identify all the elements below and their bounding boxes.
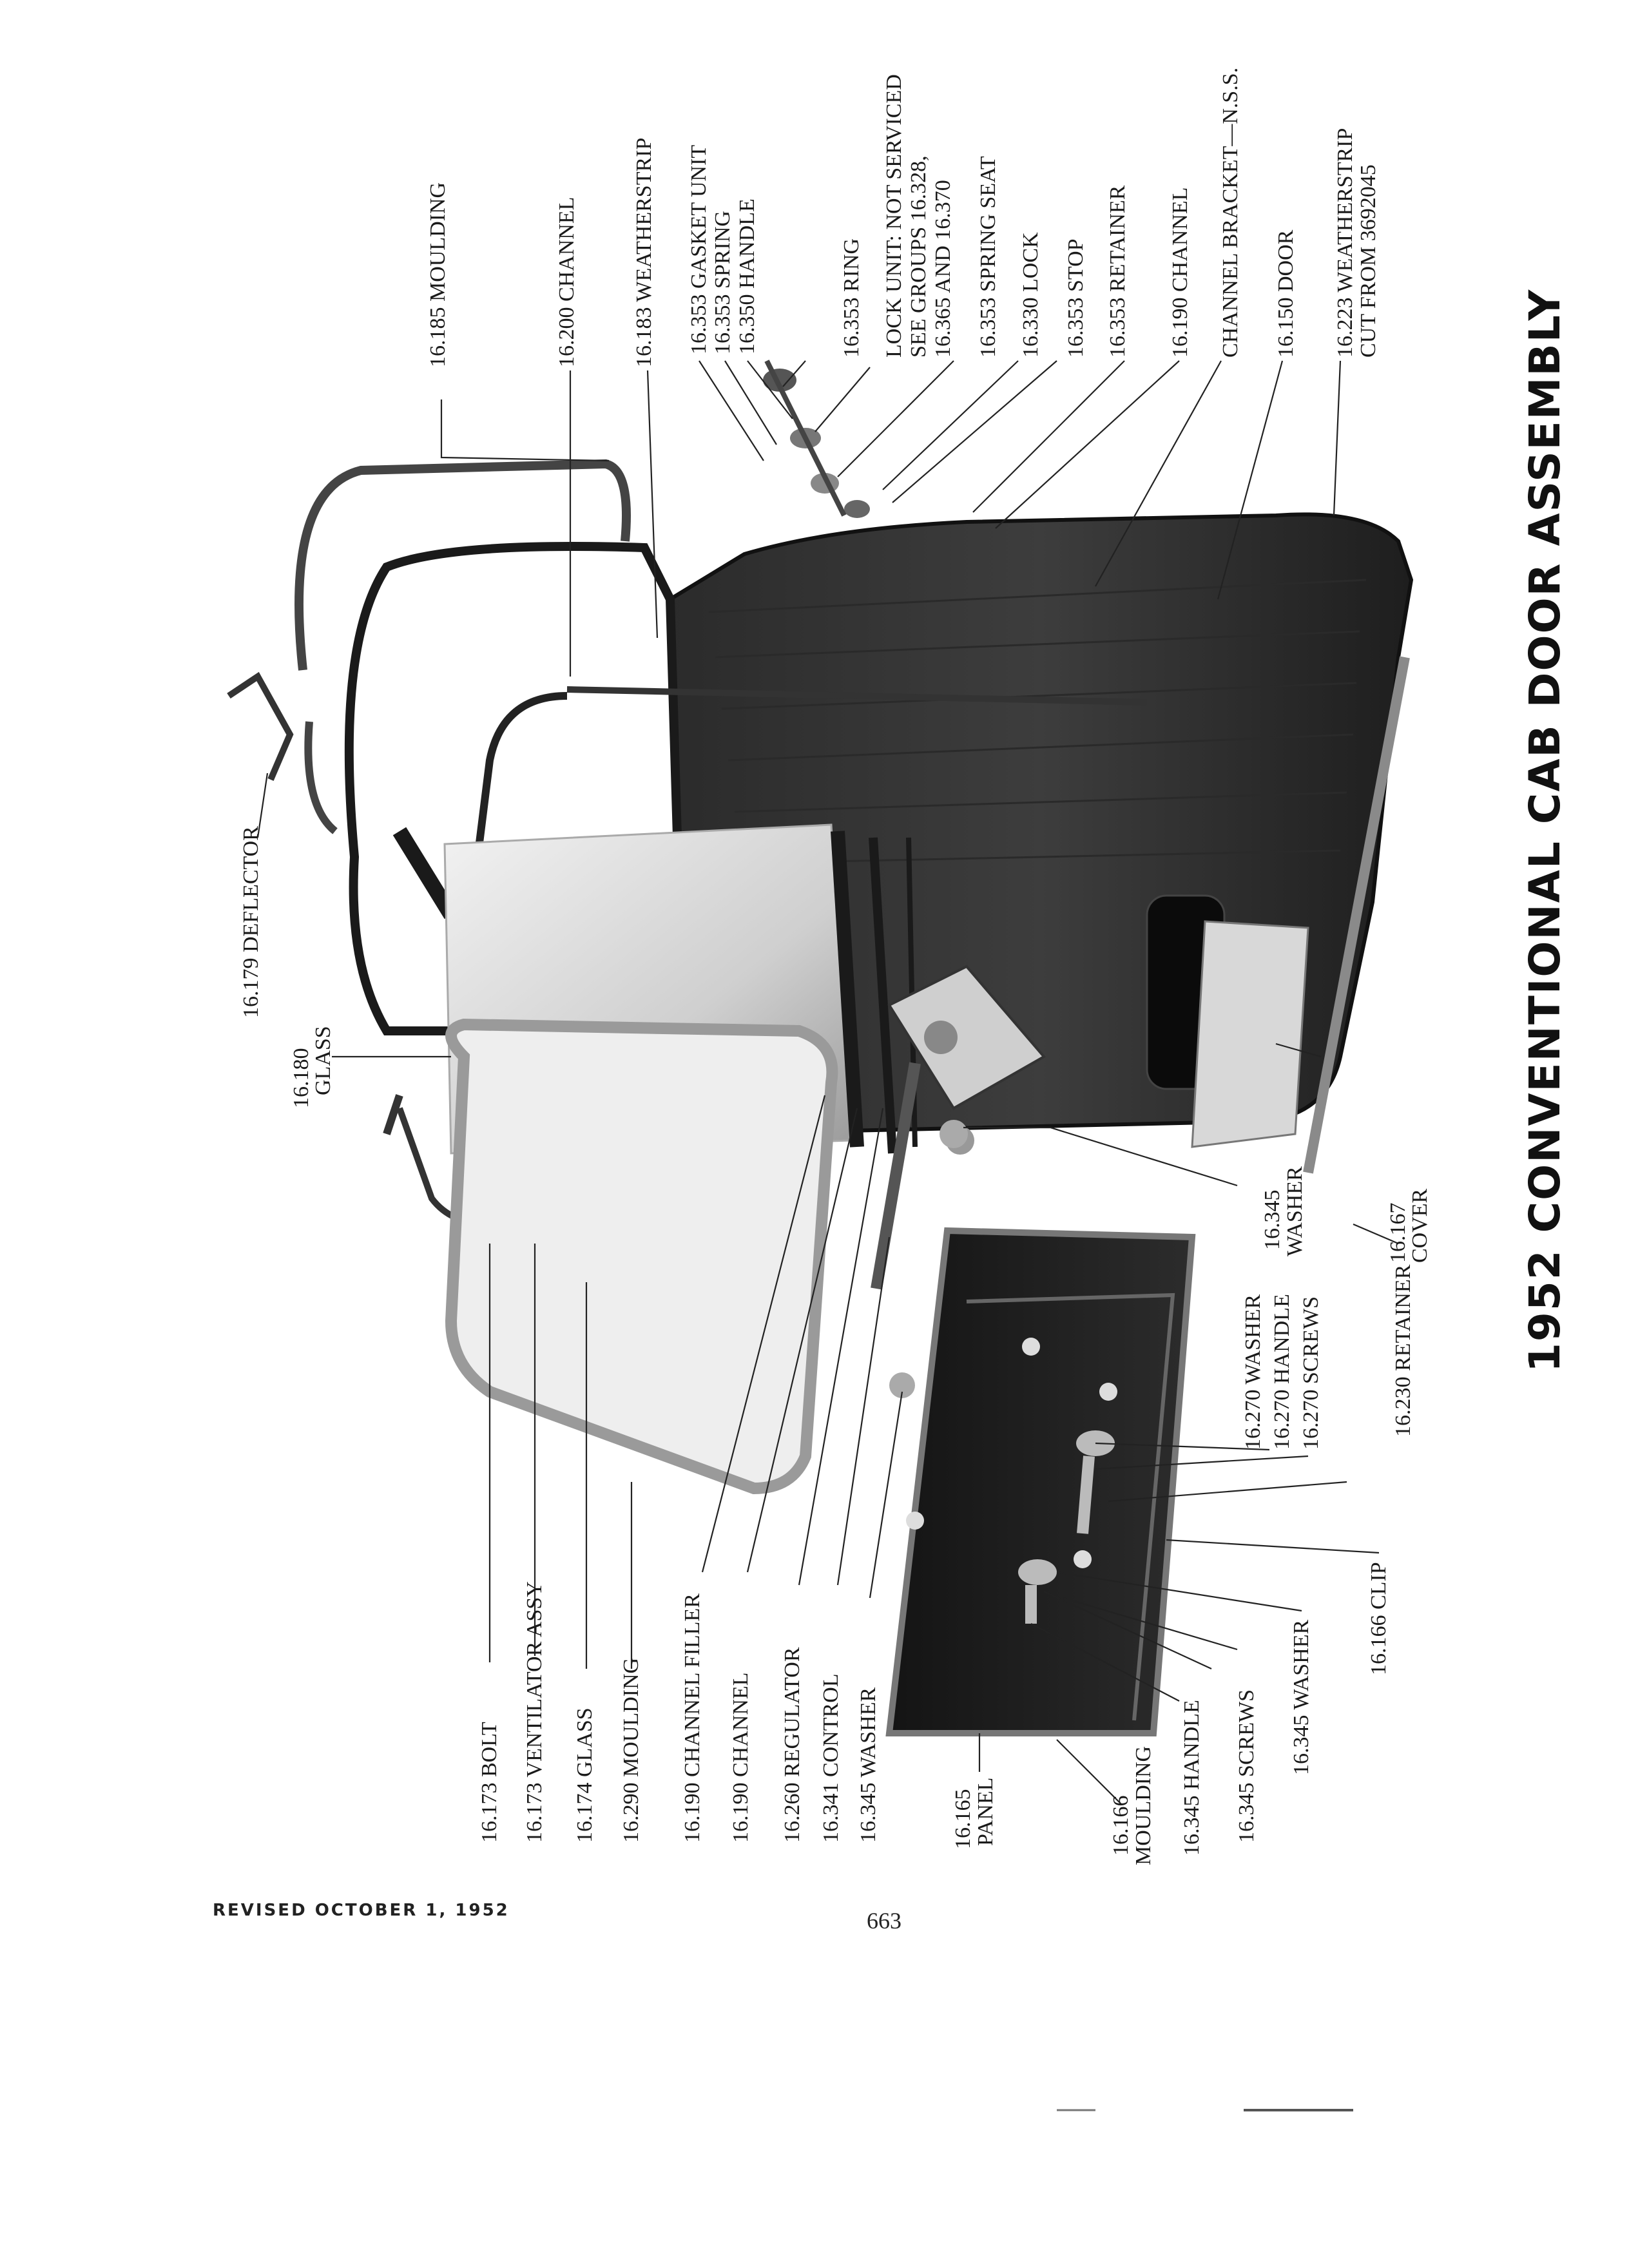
label-moulding-16185: 16.185 MOULDING [426, 182, 450, 367]
label-regulator-16260: 16.260 REGULATOR [780, 1647, 804, 1843]
label-door-16150: 16.150 DOOR [1274, 229, 1298, 358]
label-weatherstrip-16223-line1: 16.223 WEATHERSTRIP [1333, 128, 1357, 358]
label-control-16341: 16.341 CONTROL [819, 1673, 843, 1843]
label-ventilator-assy: 16.173 VENTILATOR ASSY [523, 1581, 546, 1843]
label-handle-16345: 16.345 HANDLE [1180, 1700, 1204, 1856]
regulator-part [871, 965, 1046, 1290]
washer-16345-part [940, 1120, 968, 1148]
cover-part [1191, 920, 1309, 1148]
label-lock-16330: 16.330 LOCK [1019, 232, 1043, 358]
label-weatherstrip-16183: 16.183 WEATHERSTRIP [632, 138, 656, 367]
label-lock-unit-line2: SEE GROUPS 16.328, [907, 155, 930, 358]
label-handle-16350: 16.350 HANDLE [735, 198, 759, 354]
label-spring: 16.353 SPRING [711, 211, 735, 354]
label-moulding-16166-number: 16.166 [1109, 1796, 1133, 1856]
label-spring-seat: 16.353 SPRING SEAT [976, 156, 1000, 358]
label-channel-bracket: CHANNEL BRACKET—N.S.S. [1219, 68, 1242, 358]
label-lock-unit-line1: LOCK UNIT: NOT SERVICED [882, 74, 906, 358]
label-cover-16167-number: 16.167 [1386, 1203, 1410, 1264]
label-moulding-16290: 16.290 MOULDING [619, 1658, 643, 1843]
moulding-16185-part [294, 459, 631, 671]
label-moulding-16166-name: MOULDING [1132, 1746, 1155, 1865]
page-title: 1952 CONVENTIONAL CAB DOOR ASSEMBLY [1520, 289, 1570, 1372]
label-glass-16174: 16.174 GLASS [573, 1707, 597, 1843]
label-channel-16190-left: 16.190 CHANNEL [729, 1673, 753, 1843]
label-stop: 16.353 STOP [1064, 238, 1088, 358]
label-glass-16180-name: GLASS [311, 1026, 335, 1095]
label-glass-16180-number: 16.180 [289, 1048, 313, 1109]
label-weatherstrip-16223-line2: CUT FROM 3692045 [1356, 164, 1380, 358]
label-retainer-16230: 16.230 RETAINER [1391, 1264, 1415, 1437]
glass-16174-part [445, 1018, 838, 1495]
label-washer-16270: 16.270 WASHER [1241, 1294, 1265, 1450]
label-washer-16345-name: WASHER [1283, 1166, 1307, 1256]
deflector-part [227, 671, 294, 781]
label-panel-16165-number: 16.165 [951, 1789, 975, 1850]
label-handle-16270: 16.270 HANDLE [1270, 1294, 1294, 1450]
label-deflector-16179: 16.179 DEFLECTOR [239, 826, 263, 1018]
label-panel-16165-name: PANEL [974, 1778, 998, 1846]
lock-unit-part [763, 360, 870, 518]
label-screws-16270: 16.270 SCREWS [1299, 1296, 1323, 1450]
label-lock-unit-line3: 16.365 AND 16.370 [931, 180, 955, 358]
label-washer-16345-number: 16.345 [1260, 1190, 1284, 1251]
door-window-frame [344, 542, 688, 1035]
label-washer-16345-right: 16.345 WASHER [1289, 1620, 1313, 1775]
label-screws-16345: 16.345 SCREWS [1235, 1689, 1258, 1843]
label-retainer-16353: 16.353 RETAINER [1106, 185, 1130, 358]
label-channel-filler: 16.190 CHANNEL FILLER [680, 1593, 704, 1843]
retainer-16230-part [1303, 656, 1410, 1174]
handle-16345-part [1018, 1559, 1057, 1624]
label-ring: 16.353 RING [840, 238, 863, 358]
label-cover-16167-name: COVER [1408, 1188, 1432, 1263]
label-channel-16190-top: 16.190 CHANNEL [1168, 187, 1192, 358]
label-channel-16200: 16.200 CHANNEL [555, 197, 579, 367]
page-number: 663 [867, 1908, 901, 1934]
revision-note: REVISED OCTOBER 1, 1952 [213, 1901, 510, 1920]
label-washer-16345-left: 16.345 WASHER [856, 1687, 880, 1843]
label-bolt-16173: 16.173 BOLT [477, 1722, 501, 1843]
label-gasket-unit: 16.353 GASKET UNIT [687, 145, 711, 354]
trim-panel-part [885, 1227, 1196, 1736]
label-clip-16166: 16.166 CLIP [1367, 1562, 1391, 1675]
